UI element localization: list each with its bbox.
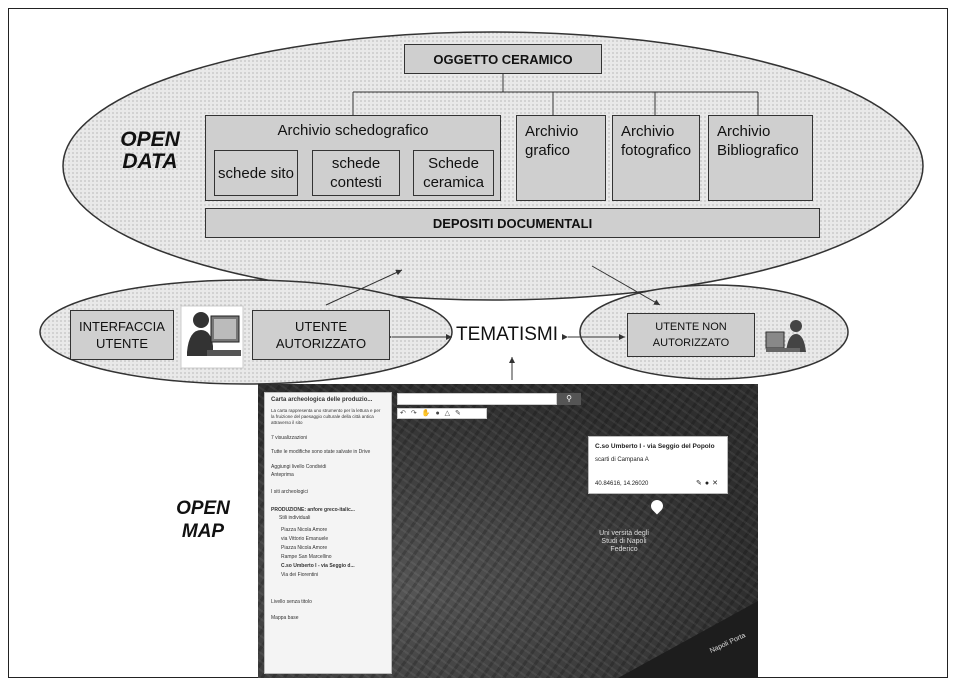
flow-arrows [325,265,661,380]
interfaccia-utente-box: INTERFACCIA UTENTE [70,310,174,360]
popup-tool-icons[interactable]: ✎●✕ [696,480,721,487]
place-item[interactable]: Rampe San Marcellino [281,554,332,560]
popup-subtitle: scarti di Campana A [595,457,649,463]
panel-preview[interactable]: Anteprima [271,472,294,478]
info-popup[interactable]: C.so Umberto I - via Seggio del Popolo s… [588,436,728,494]
basemap-item[interactable]: Mappa base [271,615,299,621]
utente-autorizzato-box: UTENTE AUTORIZZATO [252,310,390,360]
layer-archeo[interactable]: I siti archeologici [271,489,308,495]
layer-untitled[interactable]: Livello senza titolo [271,599,312,605]
panel-title: Carta archeologica delle produzio... [271,397,373,403]
archivio-schedografico-label: Archivio schedografico [277,122,429,139]
open-data-label: OPEN DATA [120,128,180,173]
popup-title: C.so Umberto I - via Seggio del Popolo [595,443,715,450]
place-item[interactable]: C.so Umberto I - via Seggio d... [281,563,355,569]
archivio-bibliografico-box: Archivio Bibliografico [708,115,813,201]
schede-contesti-box: schede contesti [312,150,400,196]
tree-connectors [352,74,759,115]
place-item[interactable]: Via dei Fiorentini [281,572,319,578]
panel-description: La carta rappresenta uno strumento per l… [271,408,381,425]
oggetto-ceramico-box: OGGETTO CERAMICO [404,44,602,74]
place-item[interactable]: Piazza Nicola Amore [281,527,328,533]
popup-coordinates: 40.84616, 14.26020 [595,481,649,487]
map-side-panel[interactable]: Carta archeologica delle produzio... La … [264,392,392,674]
layer-produzione[interactable]: PRODUZIONE: anfore greco-italic... [271,507,355,513]
utente-non-autorizzato-box: UTENTE NON AUTORIZZATO [627,313,755,357]
computer-user-icon [180,305,244,369]
schede-sito-box: schede sito [214,150,298,196]
panel-saved: Tutte le modifiche sono state salvate in… [271,449,371,455]
search-icon[interactable]: ⚲ [557,393,581,405]
small-user-icon [765,320,806,352]
panel-actions[interactable]: Aggiungi livello Condividi [271,464,327,470]
tematismi-label: TEMATISMI [456,324,559,345]
map-toolbar[interactable]: ↶↷✋●△✎ [397,408,487,419]
map-label-university: Uni versità degli Studi di Napoli Federi… [599,530,649,553]
layer-style[interactable]: Stili individuali [279,515,311,521]
panel-views: 7 visualizzazioni [271,435,308,441]
schede-ceramica-box: Schede ceramica [413,150,494,196]
open-map-label: OPEN MAP [176,498,230,542]
place-item[interactable]: via Vittorio Emanuele [281,536,329,542]
map-search-input[interactable] [397,393,557,405]
place-item[interactable]: Piazza Nicola Amore [281,545,328,551]
depositi-documentali-box: DEPOSITI DOCUMENTALI [205,208,820,238]
archivio-grafico-box: Archivio grafico [516,115,606,201]
archivio-fotografico-box: Archivio fotografico [612,115,700,201]
